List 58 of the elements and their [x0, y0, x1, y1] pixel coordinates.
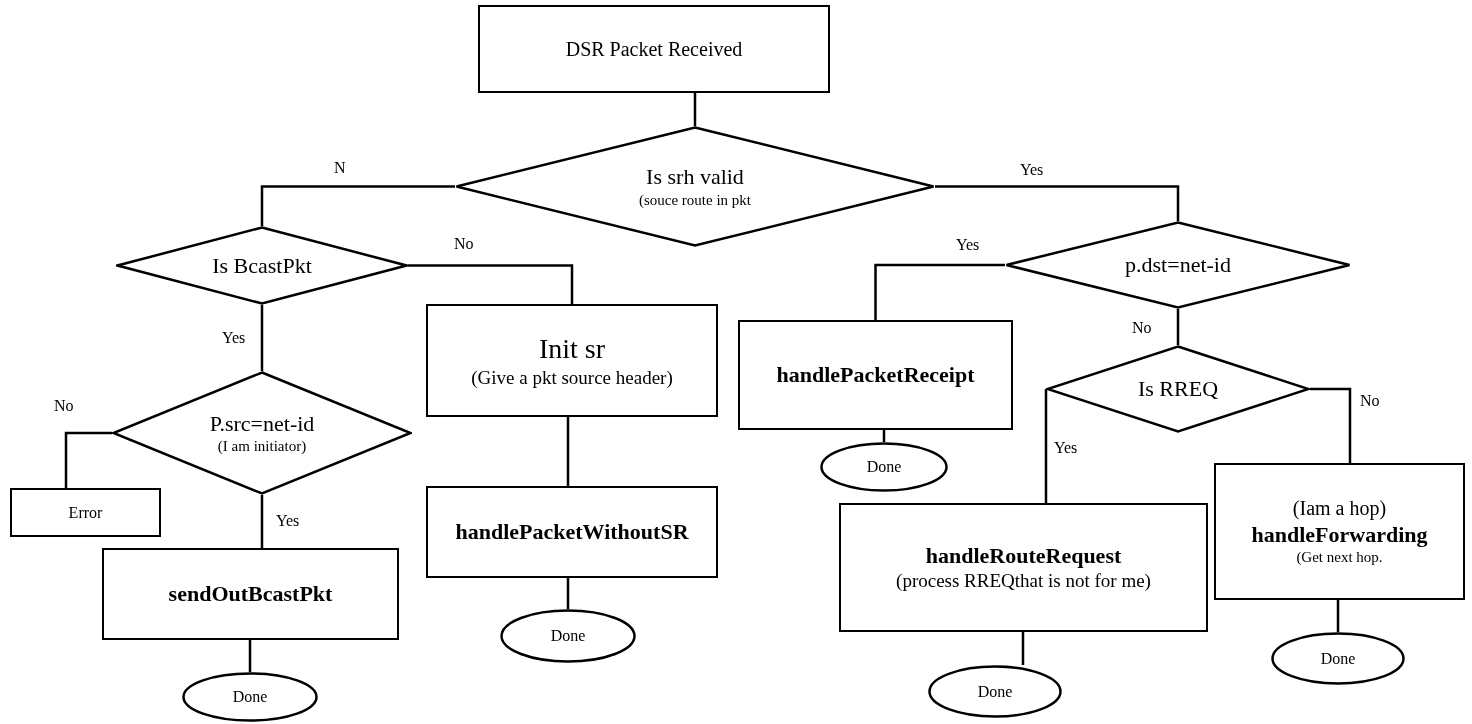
connector-line	[935, 185, 1180, 221]
node-subtext: (souce route in pkt	[638, 190, 752, 210]
connector-line	[260, 495, 264, 548]
node-subtext: (I am initiator)	[217, 437, 307, 457]
node-title: (Iam a hop)	[1292, 495, 1387, 521]
connector-line	[1176, 309, 1180, 345]
connector-line	[260, 305, 264, 371]
edge-label: Yes	[274, 513, 302, 529]
edge-label: No	[452, 236, 476, 252]
node-title: handleRouteRequest	[925, 541, 1122, 570]
node-title: Done	[550, 626, 586, 646]
connector-line	[874, 263, 1005, 320]
node-title: Done	[977, 681, 1013, 702]
connector-line	[1310, 387, 1352, 463]
edge-label: No	[1130, 320, 1154, 336]
node-title: Is RREQ	[1137, 375, 1219, 403]
process-box	[738, 320, 1013, 430]
node-title: Done	[866, 457, 902, 477]
connector-line	[566, 417, 570, 486]
node-title: Done	[232, 687, 268, 707]
edge-label: Yes	[1052, 440, 1080, 456]
node-subtext: handleForwarding	[1251, 520, 1428, 549]
process-box	[102, 548, 399, 640]
process-box	[426, 486, 718, 578]
node-title: P.src=net-id	[209, 409, 315, 438]
node-title: DSR Packet Received	[565, 36, 743, 62]
node-title: Is BcastPkt	[212, 251, 312, 280]
process-box	[1214, 463, 1465, 600]
node-title: Init sr	[538, 332, 606, 367]
node-title: Is srh valid	[646, 163, 744, 191]
edge-label: No	[52, 398, 76, 414]
process-box	[10, 488, 161, 537]
node-title: p.dst=net-id	[1125, 251, 1231, 279]
edge-label: Yes	[220, 330, 248, 346]
node-title: handlePacketReceipt	[776, 361, 975, 389]
connector-line	[260, 185, 455, 226]
connector-line	[1021, 632, 1025, 665]
process-box	[839, 503, 1208, 632]
node-subtext: (Get next hop.	[1296, 548, 1383, 568]
connector-line	[64, 431, 112, 488]
node-subtext: (Give a pkt source header)	[471, 366, 673, 390]
node-title: Done	[1320, 648, 1356, 669]
process-box	[426, 304, 718, 417]
start-box	[478, 5, 830, 93]
edge-label: Yes	[1018, 162, 1046, 178]
edge-label: N	[332, 160, 348, 176]
node-title: handlePacketWithoutSR	[455, 518, 689, 546]
edge-label: No	[1358, 393, 1382, 409]
connector-line	[1044, 387, 1048, 503]
connector-line	[248, 640, 252, 672]
connector-line	[408, 264, 574, 304]
connector-line	[1336, 600, 1340, 632]
node-title: sendOutBcastPkt	[168, 580, 333, 608]
edge-label: Yes	[954, 237, 982, 253]
node-title: Error	[68, 502, 103, 523]
node-subtext: (process RREQthat is not for me)	[896, 569, 1151, 594]
connector-line	[566, 578, 570, 609]
connector-line	[693, 93, 697, 126]
